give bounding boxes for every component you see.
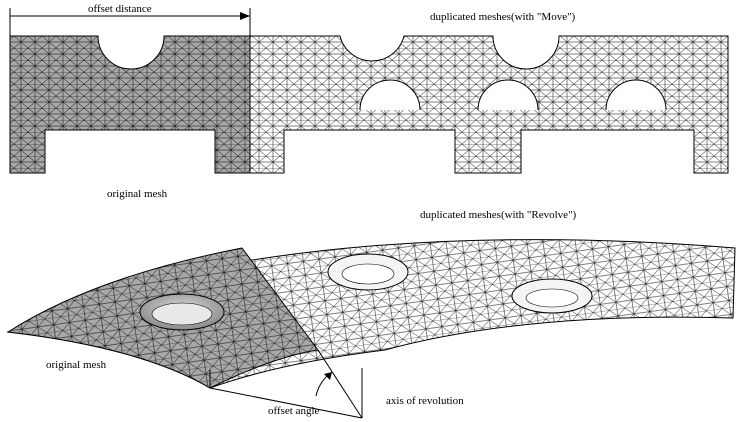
axis-of-revolution-label: axis of revolution <box>386 395 464 407</box>
dup-move-label: duplicated meshes(with "Move") <box>430 11 576 23</box>
revolution-axis-annotation <box>209 349 363 419</box>
top-duplicated-meshes <box>249 35 729 174</box>
bottom-original-mesh <box>6 247 319 389</box>
dup-revolve-label: duplicated meshes(with "Revolve") <box>420 209 577 221</box>
bottom-duplicate-holes <box>327 253 593 314</box>
offset-distance-dimension <box>9 8 251 36</box>
original-mesh-label-top: original mesh <box>107 188 168 200</box>
offset-distance-label: offset distance <box>88 3 152 15</box>
top-original-mesh <box>9 35 251 174</box>
offset-angle-label: offset angle <box>268 405 320 417</box>
original-mesh-label-bottom: original mesh <box>46 359 107 371</box>
